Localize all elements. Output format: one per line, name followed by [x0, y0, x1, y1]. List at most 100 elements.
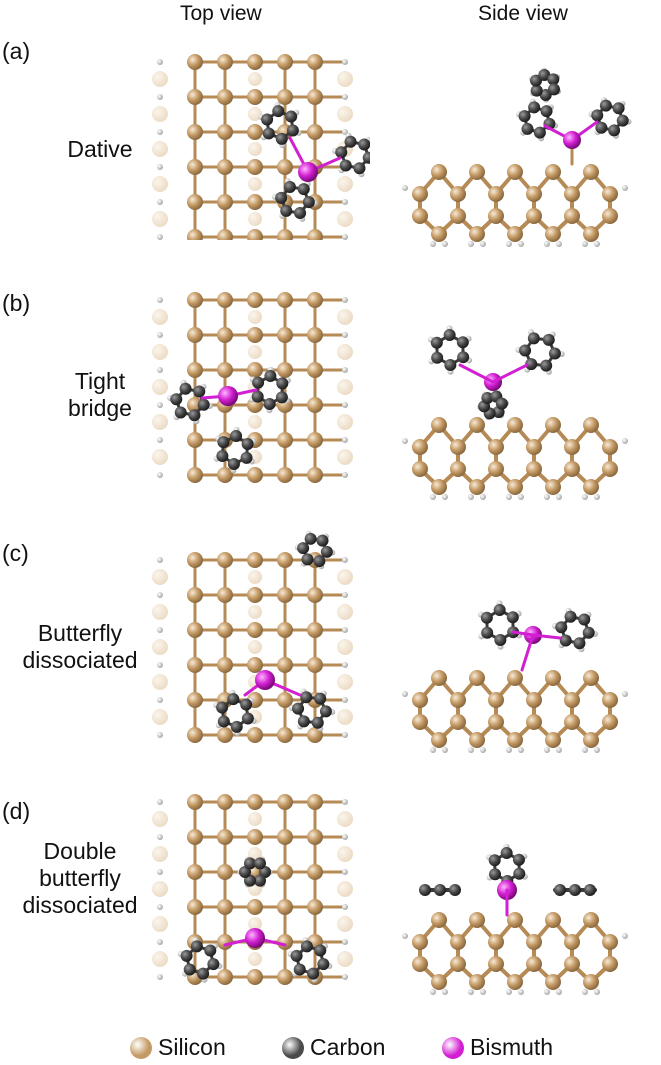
carbon-atom	[547, 73, 560, 86]
silicon-atom	[488, 714, 504, 730]
carbon-atom	[344, 135, 357, 148]
silicon-atom	[247, 89, 263, 105]
silicon-atom	[564, 934, 580, 950]
silicon-sublayer-atom	[337, 414, 353, 430]
carbon-atom	[190, 940, 203, 953]
silicon-atom	[277, 969, 293, 985]
hydrogen-atom	[342, 732, 348, 738]
hydrogen-atom	[342, 904, 348, 910]
carbon-atom	[480, 611, 493, 624]
carbon-atom	[608, 124, 621, 137]
carbon-atom	[555, 621, 568, 634]
carbon-atom	[521, 122, 534, 135]
carbon-atom	[616, 114, 629, 127]
silicon-atom	[187, 229, 203, 240]
hydrogen-atom	[594, 241, 600, 247]
silicon-atom	[488, 692, 504, 708]
hydrogen-atom	[157, 939, 163, 945]
bi-c-bond	[531, 633, 562, 640]
silicon-atom	[583, 164, 599, 180]
silicon-sublayer-atom	[152, 309, 168, 325]
hydrogen-atom	[430, 494, 436, 500]
silicon-atom	[217, 829, 233, 845]
hydrogen-atom	[157, 627, 163, 633]
silicon-atom	[602, 186, 618, 202]
carbon-atom	[540, 359, 553, 372]
silicon-atom	[602, 208, 618, 224]
silicon-atom	[412, 956, 428, 972]
silicon-atom	[450, 208, 466, 224]
bi-c-bond	[511, 630, 535, 637]
silicon-sublayer-atom	[152, 916, 168, 932]
silicon-atom	[583, 226, 599, 242]
silicon-atom	[277, 229, 293, 240]
silicon-atom	[450, 934, 466, 950]
silicon-atom	[526, 439, 542, 455]
silicon-atom	[412, 439, 428, 455]
silicon-sublayer-atom	[337, 176, 353, 192]
silicon-sublayer-atom	[337, 951, 353, 967]
silicon-atom	[277, 829, 293, 845]
carbon-atom	[227, 457, 240, 470]
silicon-atom-icon	[130, 1036, 152, 1059]
silicon-atom	[277, 467, 293, 483]
silicon-sublayer-atom	[337, 211, 353, 227]
silicon-atom	[187, 794, 203, 810]
silicon-atom	[488, 439, 504, 455]
bismuth-atom	[563, 131, 581, 149]
carbon-atom	[241, 712, 254, 725]
silicon-atom	[450, 461, 466, 477]
silicon-atom	[545, 479, 561, 495]
carbon-atom	[319, 705, 332, 718]
carbon-atom	[300, 940, 313, 953]
silicon-sublayer-atom	[248, 570, 262, 584]
hydrogen-atom	[157, 732, 163, 738]
silicon-atom	[564, 714, 580, 730]
carbon-atom	[528, 101, 541, 114]
carbon-atom	[444, 358, 457, 371]
silicon-atom	[217, 124, 233, 140]
silicon-sublayer-atom	[337, 379, 353, 395]
carbon-atom	[573, 637, 586, 650]
silicon-atom	[307, 432, 323, 448]
silicon-atom	[247, 552, 263, 568]
silicon-atom	[277, 292, 293, 308]
carbon-atom	[297, 183, 310, 196]
silicon-atom	[307, 89, 323, 105]
silicon-atom	[526, 934, 542, 950]
carbon-atom	[314, 944, 327, 957]
hydrogen-atom	[442, 989, 448, 995]
carbon-atom	[252, 376, 265, 389]
carbon-atom	[254, 857, 266, 870]
silicon-atom	[187, 864, 203, 880]
carbon-atom	[275, 191, 288, 204]
carbon-atom	[272, 105, 285, 118]
hydrogen-atom	[622, 438, 628, 444]
hydrogen-atom	[157, 662, 163, 668]
silicon-atom	[307, 327, 323, 343]
carbon-atom	[244, 874, 256, 887]
carbon-atom	[276, 377, 289, 390]
hydrogen-atom	[342, 94, 348, 100]
silicon-atom	[217, 467, 233, 483]
carbon-atom	[506, 611, 519, 624]
silicon-atom	[277, 899, 293, 915]
silicon-sublayer-atom	[337, 674, 353, 690]
silicon-sublayer-atom	[248, 212, 262, 226]
carbon-atom	[217, 436, 230, 449]
carbon-atom	[457, 351, 470, 364]
silicon-atom	[412, 461, 428, 477]
carbon-atom	[259, 866, 271, 878]
silicon-atom	[187, 54, 203, 70]
silicon-atom	[602, 692, 618, 708]
silicon-atom	[217, 899, 233, 915]
silicon-sublayer-atom	[152, 414, 168, 430]
silicon-atom	[450, 692, 466, 708]
silicon-atom	[307, 587, 323, 603]
hydrogen-atom	[556, 241, 562, 247]
carbon-atom	[313, 555, 326, 568]
carbon-atom	[548, 347, 561, 360]
panel-c-name: Butterfly dissociated	[22, 620, 138, 673]
carbon-atom	[183, 963, 196, 976]
silicon-atom	[412, 934, 428, 950]
